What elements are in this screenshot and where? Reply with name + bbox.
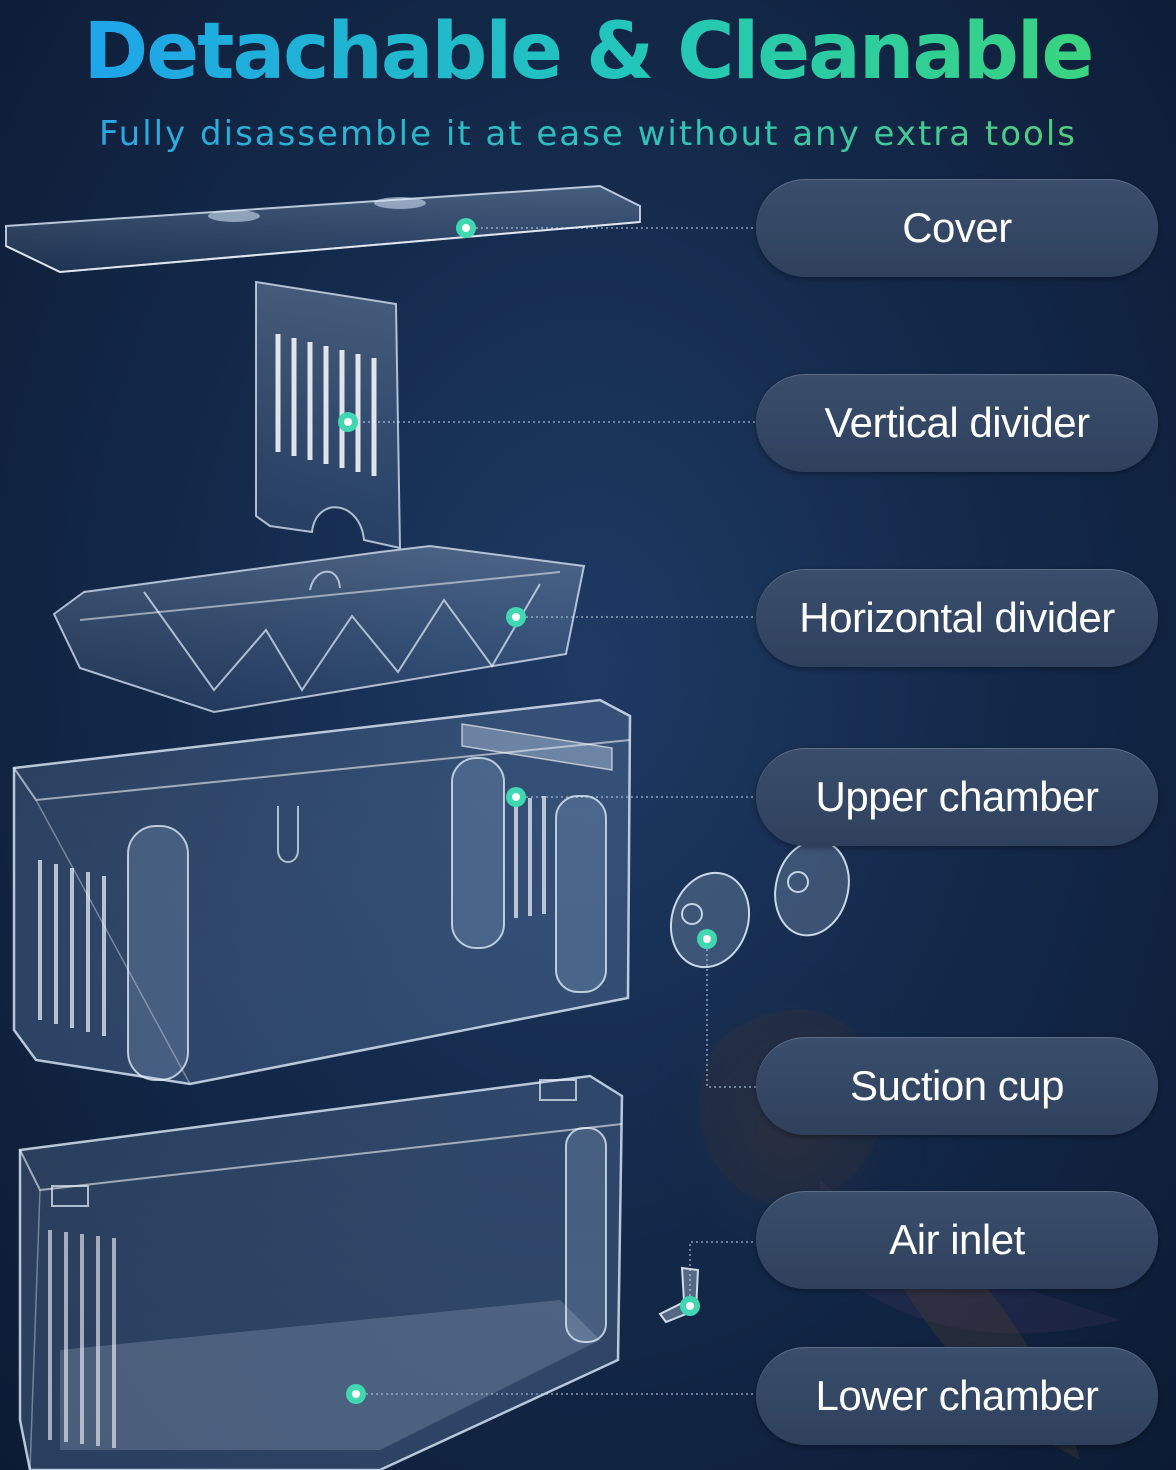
label-vertical-divider-text: Vertical divider bbox=[824, 399, 1090, 446]
leader-line-suction-cup bbox=[706, 939, 756, 1088]
label-vertical-divider: Vertical divider bbox=[756, 374, 1158, 472]
label-suction-cup: Suction cup bbox=[756, 1037, 1158, 1135]
label-suction-cup-text: Suction cup bbox=[850, 1062, 1064, 1109]
label-cover: Cover bbox=[756, 179, 1158, 277]
upper-chamber-part bbox=[12, 698, 632, 1086]
marker-vertical-divider bbox=[338, 412, 358, 432]
marker-horizontal-divider bbox=[506, 607, 526, 627]
marker-upper-chamber bbox=[506, 787, 526, 807]
cover-part bbox=[5, 184, 641, 274]
label-air-inlet: Air inlet bbox=[756, 1191, 1158, 1289]
label-air-inlet-text: Air inlet bbox=[889, 1216, 1025, 1263]
vertical-divider-part bbox=[255, 280, 402, 550]
lower-chamber-part bbox=[18, 1074, 624, 1470]
label-horizontal-divider: Horizontal divider bbox=[756, 569, 1158, 667]
marker-dots bbox=[338, 218, 717, 1404]
label-upper-chamber: Upper chamber bbox=[756, 748, 1158, 846]
label-upper-chamber-text: Upper chamber bbox=[815, 773, 1099, 820]
marker-cover bbox=[456, 218, 476, 238]
label-cover-text: Cover bbox=[902, 204, 1012, 251]
marker-lower-chamber bbox=[346, 1384, 366, 1404]
label-horizontal-divider-text: Horizontal divider bbox=[799, 594, 1115, 641]
page-subtitle: Fully disassemble it at ease without any… bbox=[0, 114, 1176, 154]
marker-suction-cup bbox=[697, 929, 717, 949]
leader-line-air-inlet bbox=[689, 1241, 756, 1306]
page-title: Detachable & Cleanable bbox=[0, 4, 1176, 100]
horizontal-divider-part bbox=[52, 544, 586, 714]
label-lower-chamber-text: Lower chamber bbox=[815, 1372, 1099, 1419]
suction-cups-part bbox=[669, 839, 850, 969]
label-lower-chamber: Lower chamber bbox=[756, 1347, 1158, 1445]
marker-air-inlet bbox=[680, 1296, 700, 1316]
